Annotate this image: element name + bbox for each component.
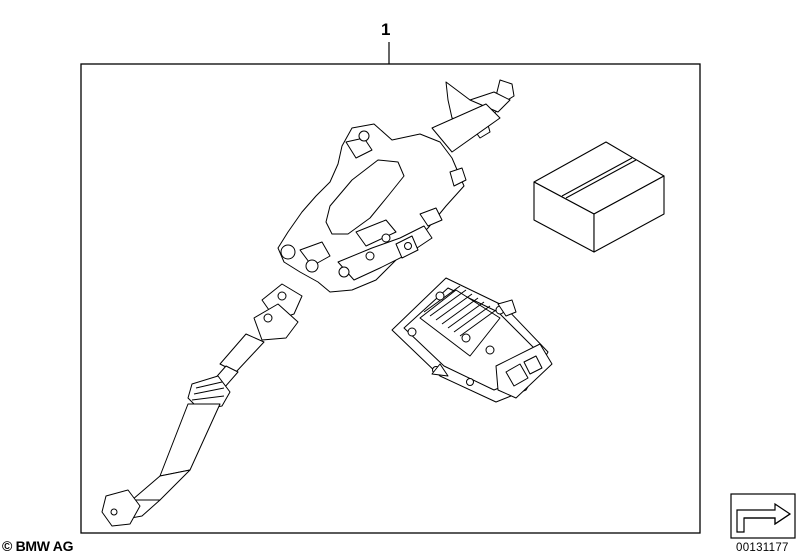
diagram-number: 00131177	[736, 542, 789, 554]
copyright-text: © BMW AG	[2, 538, 74, 554]
small-parts-box	[533, 141, 665, 253]
parts-group-frame	[80, 63, 701, 534]
control-unit-part	[391, 277, 553, 403]
part-callout-number: 1	[381, 20, 391, 39]
direction-arrow-icon	[730, 493, 796, 539]
steering-column-part	[101, 79, 515, 527]
